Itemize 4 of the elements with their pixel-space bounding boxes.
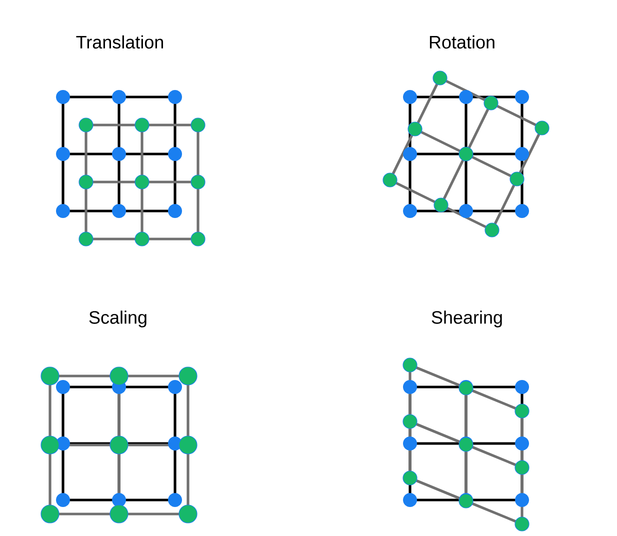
- panel-title: Rotation: [430, 35, 494, 49]
- panel-title: Translation: [76, 35, 164, 49]
- panel-title: Scaling: [89, 310, 146, 328]
- panel-title: Shearing: [432, 310, 502, 328]
